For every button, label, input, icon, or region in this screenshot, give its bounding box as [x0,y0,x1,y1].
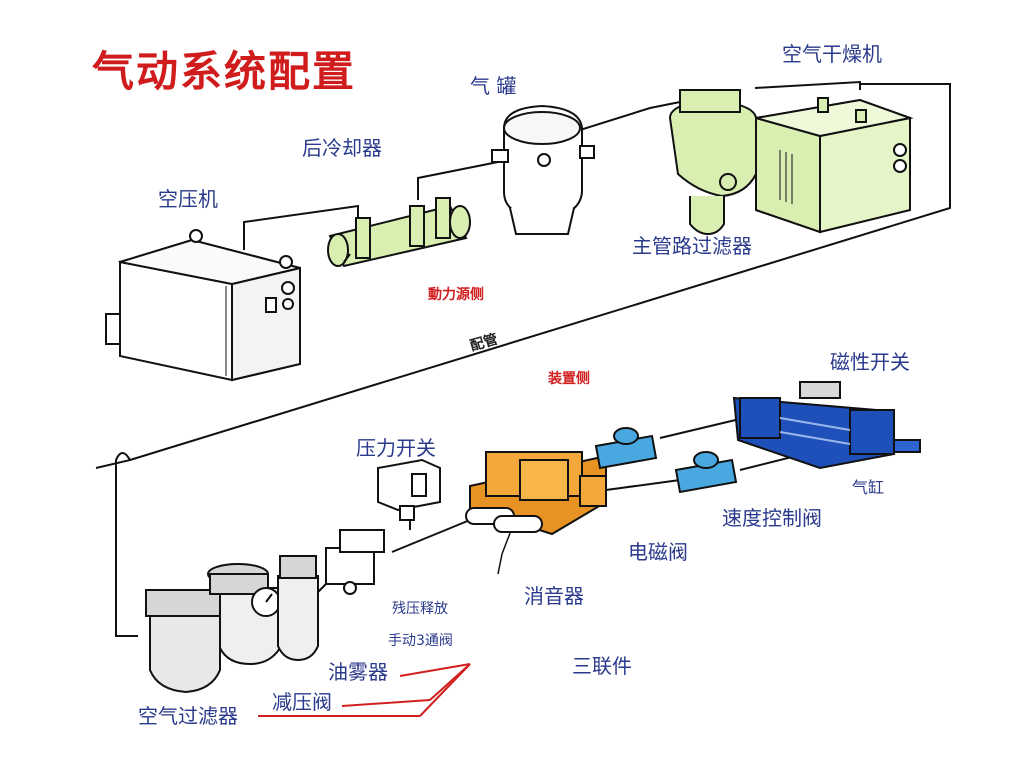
air-compressor [105,229,301,382]
label-air-compressor: 空压机 [158,187,218,211]
silencer-pointer [497,527,513,575]
label-device-side: 装置侧 [548,371,590,387]
label-power-side: 動力源侧 [428,287,484,303]
label-solenoid-valve: 电磁阀 [628,540,688,564]
cylinder [732,381,921,470]
label-air-dryer: 空气干燥机 [782,42,882,66]
pipe-speed1-cylinder [659,417,745,439]
label-air-tank: 气 罐 [470,74,517,98]
main-line-filter [668,89,757,236]
frl-unit [145,555,319,694]
frl-callouts [258,663,471,717]
speed-control-valves [594,427,738,494]
air-tank [491,104,595,235]
pipe-tank-dryer [579,99,691,131]
label-magnetic-switch: 磁性开关 [830,350,910,374]
pipe-cooler-tank [417,159,509,200]
pressure-switch [377,458,441,521]
silencers [465,507,543,533]
label-aftercooler: 后冷却器 [302,136,382,160]
pipe-residual-solenoid [391,519,471,553]
label-lubricator: 油雾器 [328,660,388,684]
air-dryer [755,97,914,234]
label-cylinder: 气缸 [852,478,885,497]
label-frl-unit: 三联件 [572,654,632,678]
residual-3way-valve [325,529,385,595]
pipe-drop-frl [115,452,138,637]
label-air-filter: 空气过滤器 [138,704,238,728]
label-residual-pressure-release: 残压释放 [392,601,448,617]
label-speed-control-valve: 速度控制阀 [722,506,822,530]
label-pressure-switch: 压力开关 [356,436,436,460]
label-pressure-reducing-valve: 减压阀 [272,690,332,714]
diagram-title: 气动系统配置 [92,47,357,96]
pipe-main-trunk [95,83,951,469]
aftercooler [327,197,471,268]
pipe-solenoid-speed2 [605,479,681,491]
label-silencer: 消音器 [524,584,584,608]
pipe-compressor-cooler [243,204,359,250]
label-manual-3way-valve: 手动3通阀 [388,633,453,649]
label-main-line-filter: 主管路过滤器 [632,234,752,258]
pipe-dryer-right [754,80,861,90]
